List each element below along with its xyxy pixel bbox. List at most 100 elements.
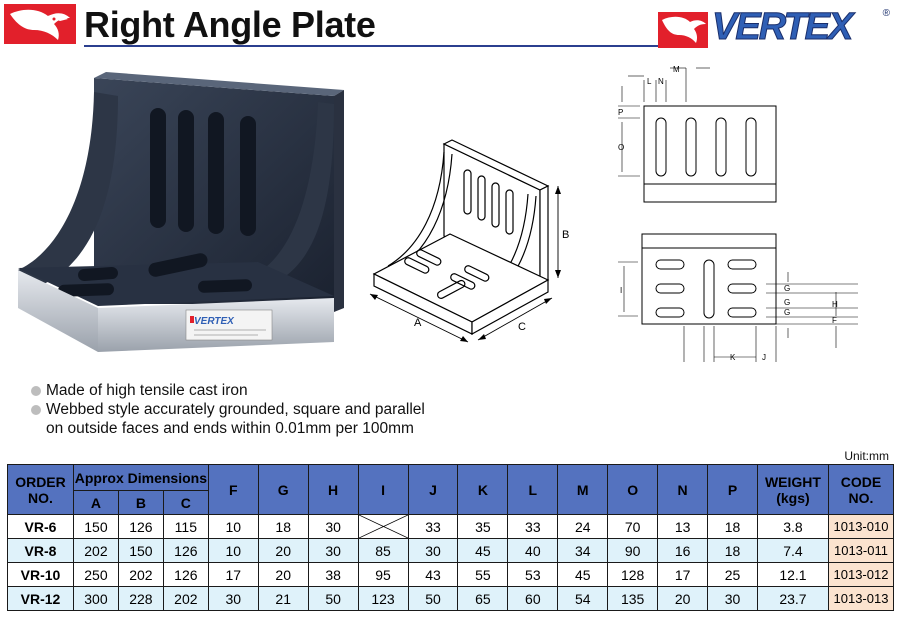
not-applicable-cross-icon <box>358 515 408 538</box>
feature-item: Webbed style accurately grounded, square… <box>30 400 590 419</box>
dim-label-l: L <box>647 77 652 86</box>
cell-weight: 7.4 <box>756 538 829 563</box>
cell-n: 16 <box>657 538 709 563</box>
dim-label-g-mid: G <box>784 298 790 307</box>
page-title: Right Angle Plate <box>84 4 376 45</box>
dim-label-b: B <box>562 229 569 241</box>
cell-code-no: 1013-012 <box>827 562 895 587</box>
feature-item: Made of high tensile cast iron <box>30 381 590 400</box>
cell-a: 250 <box>72 562 119 587</box>
cell-b: 202 <box>117 562 164 587</box>
header-code-no: CODE NO. <box>827 464 895 515</box>
cell-j: 30 <box>407 538 459 563</box>
header-l: L <box>507 464 559 515</box>
cell-code-no: 1013-010 <box>827 514 895 539</box>
cell-order-no: VR-8 <box>7 538 74 563</box>
dim-label-a: A <box>414 317 422 329</box>
header-h: H <box>307 464 359 515</box>
cell-i: 123 <box>357 586 409 611</box>
header-k: K <box>457 464 509 515</box>
cell-o: 90 <box>607 538 659 563</box>
spec-table: ORDER NO. Approx Dimensions F G H I J K … <box>7 464 895 611</box>
product-photo: VERTEX <box>18 72 348 354</box>
cell-c: 126 <box>162 538 209 563</box>
header-g: G <box>257 464 309 515</box>
cell-k: 55 <box>457 562 509 587</box>
feature-item-continued: on outside faces and ends within 0.01mm … <box>46 420 414 437</box>
cell-c: 115 <box>162 514 209 539</box>
cell-f: 17 <box>207 562 259 587</box>
cell-n: 20 <box>657 586 709 611</box>
cell-i <box>357 514 409 539</box>
cell-k: 65 <box>457 586 509 611</box>
cell-k: 35 <box>457 514 509 539</box>
dim-label-i: I <box>620 286 622 295</box>
cell-b: 126 <box>117 514 164 539</box>
header-j: J <box>407 464 459 515</box>
cell-p: 18 <box>707 538 758 563</box>
cell-order-no: VR-12 <box>7 586 74 611</box>
cell-l: 33 <box>507 514 559 539</box>
cell-h: 30 <box>307 514 359 539</box>
plate-brand-label: VERTEX <box>194 316 235 327</box>
cell-code-no: 1013-011 <box>827 538 895 563</box>
cell-c: 202 <box>162 586 209 611</box>
unit-label: Unit:mm <box>844 449 889 463</box>
cell-m: 45 <box>557 562 609 587</box>
cell-weight: 23.7 <box>756 586 829 611</box>
cell-h: 30 <box>307 538 359 563</box>
cell-b: 228 <box>117 586 164 611</box>
dim-label-g-top: G <box>784 284 790 293</box>
cell-j: 50 <box>407 586 459 611</box>
header-a: A <box>72 490 119 515</box>
cell-f: 30 <box>207 586 259 611</box>
cell-weight: 3.8 <box>756 514 829 539</box>
header-f: F <box>207 464 259 515</box>
cell-code-no: 1013-013 <box>827 586 895 611</box>
dim-label-k: K <box>730 353 736 362</box>
logo-eagle-icon <box>4 4 76 44</box>
header-order-no: ORDER NO. <box>7 464 74 515</box>
cell-order-no: VR-6 <box>7 514 74 539</box>
header-i: I <box>357 464 409 515</box>
cell-g: 20 <box>257 562 309 587</box>
header-weight: WEIGHT (kgs) <box>756 464 829 515</box>
header-b: B <box>117 490 164 515</box>
cell-o: 128 <box>607 562 659 587</box>
cell-p: 25 <box>707 562 758 587</box>
cell-f: 10 <box>207 538 259 563</box>
cell-weight: 12.1 <box>756 562 829 587</box>
header-approx-dimensions: Approx Dimensions <box>72 464 209 491</box>
cell-n: 17 <box>657 562 709 587</box>
dim-label-c: C <box>518 321 526 333</box>
dim-label-h: H <box>832 300 838 309</box>
cell-g: 18 <box>257 514 309 539</box>
dim-label-p: P <box>618 108 623 117</box>
orthographic-diagram: L N M P O I G H G <box>598 58 898 374</box>
cell-h: 50 <box>307 586 359 611</box>
cell-o: 70 <box>607 514 659 539</box>
cell-i: 85 <box>357 538 409 563</box>
registered-mark: ® <box>882 8 890 19</box>
cell-k: 45 <box>457 538 509 563</box>
cell-f: 10 <box>207 514 259 539</box>
brand-eagle-icon <box>658 12 708 48</box>
cell-m: 24 <box>557 514 609 539</box>
cell-g: 20 <box>257 538 309 563</box>
cell-order-no: VR-10 <box>7 562 74 587</box>
dim-label-g-low: G <box>784 308 790 317</box>
cell-a: 300 <box>72 586 119 611</box>
dim-label-n: N <box>658 77 664 86</box>
header-c: C <box>162 490 209 515</box>
dim-label-j: J <box>762 353 766 362</box>
cell-n: 13 <box>657 514 709 539</box>
title-underline <box>84 45 659 47</box>
brand-name: VERTEX <box>711 6 853 49</box>
header-o: O <box>607 464 659 515</box>
cell-m: 34 <box>557 538 609 563</box>
isometric-diagram: A B C <box>360 130 580 360</box>
eagle-head-icon <box>10 9 70 41</box>
cell-l: 40 <box>507 538 559 563</box>
